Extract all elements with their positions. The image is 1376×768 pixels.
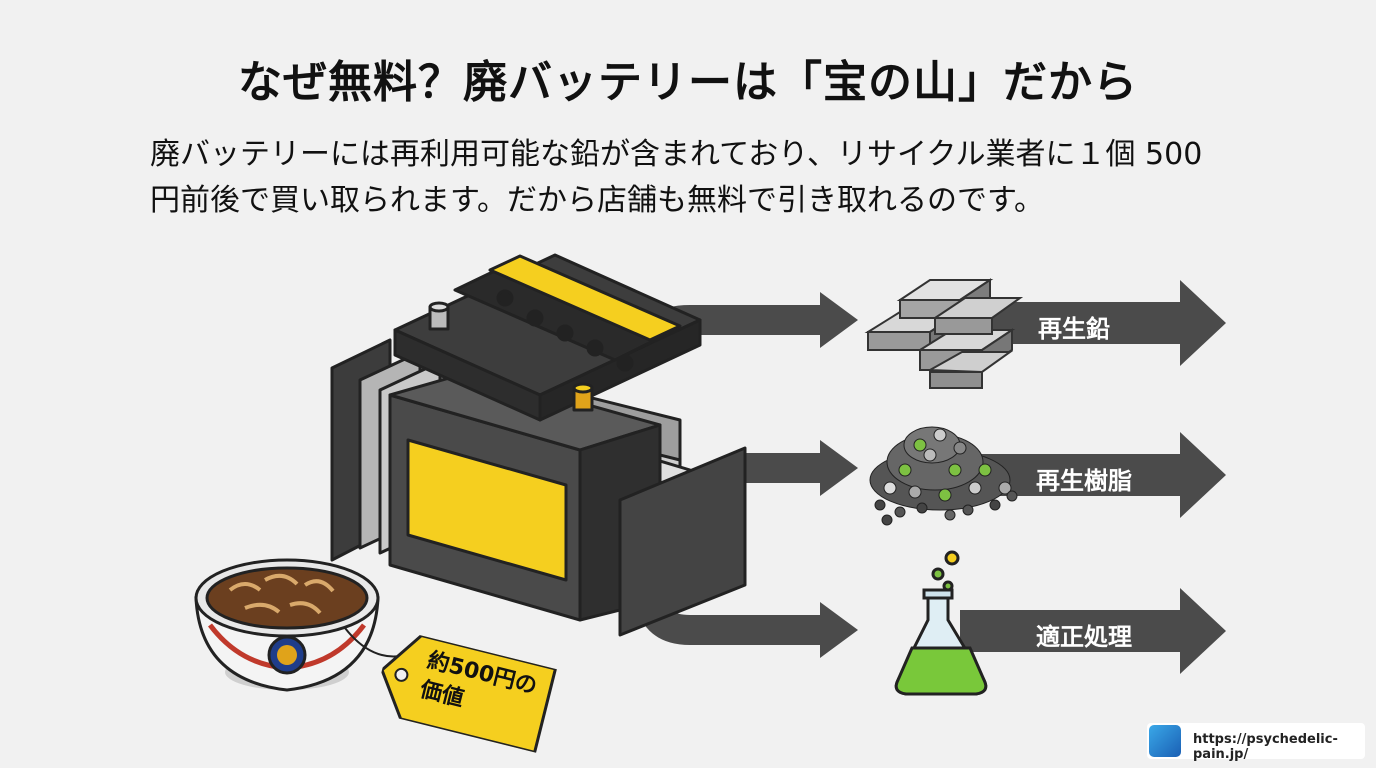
price-tag: 約500円の 価値 <box>372 628 558 753</box>
footer-url[interactable]: https://psychedelic-pain.jp/ <box>1193 732 1338 762</box>
flow-arrowhead-top <box>820 292 858 348</box>
gyudon-bowl-illustration <box>194 558 380 692</box>
footer-badge[interactable]: https://psychedelic-pain.jp/ <box>1147 723 1365 762</box>
resin-pellets-icon <box>869 426 1018 526</box>
price-tag-shape <box>380 633 558 753</box>
description-line-1: 廃バッテリーには再利用可能な鉛が含まれており、リサイクル業者に１個 500 <box>150 137 1203 172</box>
tag-string <box>344 627 401 658</box>
output-label-regenerated-lead: 再生鉛 <box>1038 315 1110 343</box>
output-arrow-3 <box>960 588 1226 674</box>
chemical-flask-icon <box>894 550 988 696</box>
page-title: なぜ無料？廃バッテリーは「宝の山」だから <box>238 57 1138 108</box>
output-arrow-2 <box>960 432 1226 518</box>
flow-arrowhead-bottom <box>820 602 858 658</box>
battery-illustration <box>330 253 747 637</box>
output-arrow-1 <box>960 280 1226 366</box>
flow-arrowhead-middle <box>820 440 858 496</box>
site-logo-icon <box>1149 725 1181 757</box>
output-label-regenerated-resin: 再生樹脂 <box>1036 467 1132 495</box>
output-label-proper-disposal: 適正処理 <box>1036 623 1132 651</box>
description-line-2: 円前後で買い取られます。だから店舗も無料で引き取れるのです。 <box>150 183 1044 218</box>
description: 廃バッテリーには再利用可能な鉛が含まれており、リサイクル業者に１個 500 円前… <box>150 132 1240 224</box>
lead-ingots-icon <box>864 278 1024 389</box>
